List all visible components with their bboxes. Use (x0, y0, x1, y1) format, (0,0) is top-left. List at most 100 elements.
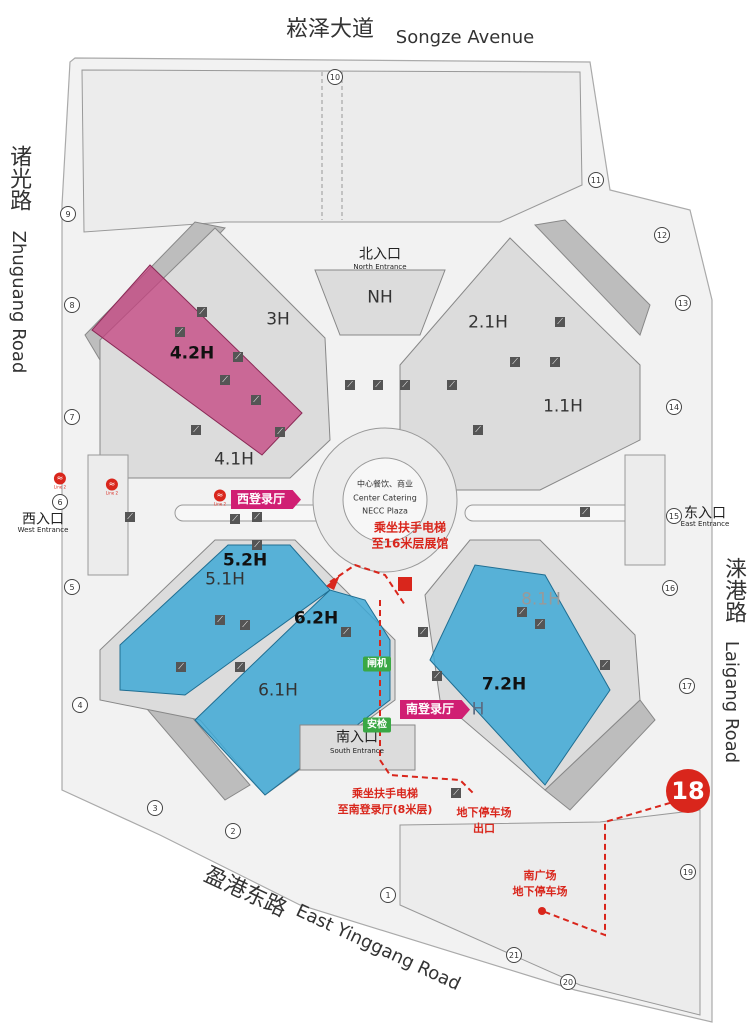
escalator-icon: ⟋ (473, 425, 483, 435)
escalator-icon: ⟋ (345, 380, 355, 390)
route-to-16m (329, 563, 406, 606)
gate-number-7: 7 (64, 409, 80, 425)
escalator-icon: ⟋ (252, 512, 262, 522)
note-parking-exit-1: 地下停车场 (456, 805, 512, 819)
note-parking-exit-2: 出口 (473, 821, 495, 835)
hall-nh-label: NH (367, 287, 393, 308)
note-escalator-8m-1: 乘坐扶手电梯 (352, 786, 418, 800)
security-tag: 安检 (363, 717, 391, 733)
metro-line-label: Line 2 (53, 484, 67, 490)
escalator-icon: ⟋ (418, 627, 428, 637)
gate-number-8: 8 (64, 297, 80, 313)
escalator-icon: ⟋ (555, 317, 565, 327)
west-registration-tag: 西登录厅 (231, 490, 302, 510)
note-escalator-8m-2: 至南登录厅(8米层) (337, 802, 433, 816)
gate-tag: 闸机 (363, 656, 391, 672)
metro-line-label: Line 2 (105, 490, 119, 496)
south-plaza (399, 809, 701, 1016)
escalator-icon: ⟋ (600, 660, 610, 670)
metro-icon: ≈Line 2 (213, 489, 227, 507)
escalator-icon: ⟋ (517, 607, 527, 617)
escalator-icon: ⟋ (432, 671, 442, 681)
plaza-en2: NECC Plaza (362, 506, 408, 516)
note-south-parking-1: 南广场 (523, 868, 557, 882)
road-east-en: Laigang Road (720, 640, 742, 764)
hall-5-1h-label: 5.1H (205, 569, 245, 590)
east-entrance-en: East Entrance (680, 520, 730, 529)
escalator-icon: ⟋ (451, 788, 461, 798)
west-entrance-cn: 西入口 (22, 511, 64, 528)
hall-8-1h-label: 8.1H (521, 589, 561, 610)
gate-number-5: 5 (64, 579, 80, 595)
road-west-cn: 诸光路 (6, 145, 32, 211)
escalator-icon: ⟋ (220, 375, 230, 385)
hall-6-2h-label: 6.2H (293, 608, 339, 629)
road-north-cn: 崧泽大道 (285, 16, 375, 42)
escalator-icon: ⟋ (341, 627, 351, 637)
escalator-icon: ⟋ (235, 662, 245, 672)
escalator-icon: ⟋ (373, 380, 383, 390)
escalator-icon: ⟋ (550, 357, 560, 367)
escalator-icon: ⟋ (252, 540, 262, 550)
escalator-icon: ⟋ (197, 307, 207, 317)
gate-number-12: 12 (654, 227, 670, 243)
gate-number-13: 13 (675, 295, 691, 311)
hall-4-2h-highlight (91, 264, 303, 456)
gate-number-3: 3 (147, 800, 163, 816)
hall-6-highlight (194, 589, 391, 796)
south-parking-marker (538, 907, 546, 915)
gate-number-20: 20 (560, 974, 576, 990)
escalator-icon: ⟋ (176, 662, 186, 672)
gate-18-marker: 18 (666, 769, 710, 813)
hall-7-2h-highlight (429, 564, 611, 786)
gate-number-17: 17 (679, 678, 695, 694)
escalator-icon: ⟋ (230, 514, 240, 524)
escalator-icon: ⟋ (580, 507, 590, 517)
escalator-icon: ⟋ (215, 615, 225, 625)
hall-4-2h-label: 4.2H (169, 343, 215, 364)
gate-number-11: 11 (588, 172, 604, 188)
road-north-en: Songze Avenue (395, 27, 535, 49)
south-entrance-en: South Entrance (330, 747, 384, 756)
north-hall-nh (314, 269, 446, 336)
road-west-en: Zhuguang Road (7, 230, 29, 374)
south-registration-tag: 南登录厅 (400, 700, 471, 720)
road-east-cn: 涞港路 (721, 557, 747, 623)
gate-number-6: 6 (52, 494, 68, 510)
escalator-icon: ⟋ (510, 357, 520, 367)
escalator-icon: ⟋ (240, 620, 250, 630)
note-escalator-16m-1: 乘坐扶手电梯 (373, 520, 447, 535)
west-entrance-en: West Entrance (17, 526, 69, 535)
hall-6-1h-label: 6.1H (258, 680, 298, 701)
gate-number-2: 2 (225, 823, 241, 839)
south-entrance-cn: 南入口 (336, 729, 378, 746)
note-escalator-16m-2: 至16米层展馆 (371, 536, 449, 551)
north-parking (81, 69, 583, 233)
escalator-icon: ⟋ (447, 380, 457, 390)
gate-number-1: 1 (380, 887, 396, 903)
hall-1-1h-label: 1.1H (543, 396, 583, 417)
gate-number-14: 14 (666, 399, 682, 415)
hall-4-1h-label: 4.1H (214, 449, 254, 470)
metro-line-label: Line 2 (213, 501, 227, 507)
gate-number-10: 10 (327, 69, 343, 85)
escalator-icon: ⟋ (191, 425, 201, 435)
escalator-icon: ⟋ (125, 512, 135, 522)
escalator-icon: ⟋ (400, 380, 410, 390)
note-south-parking-2: 地下停车场 (512, 884, 568, 898)
gate-number-9: 9 (60, 206, 76, 222)
escalator-icon: ⟋ (233, 352, 243, 362)
escalator-icon: ⟋ (275, 427, 285, 437)
metro-icon: ≈Line 2 (53, 472, 67, 490)
north-entrance-en: North Entrance (353, 263, 407, 272)
hall-2-1h-label: 2.1H (468, 312, 508, 333)
plaza-cn: 中心餐饮、商业 (357, 479, 413, 489)
escalator-icon: ⟋ (535, 619, 545, 629)
gate-number-4: 4 (72, 697, 88, 713)
hall-7-2h-label: 7.2H (481, 674, 527, 695)
gate-number-16: 16 (662, 580, 678, 596)
route-to-gate-18 (544, 799, 681, 937)
ne-island (533, 219, 651, 336)
